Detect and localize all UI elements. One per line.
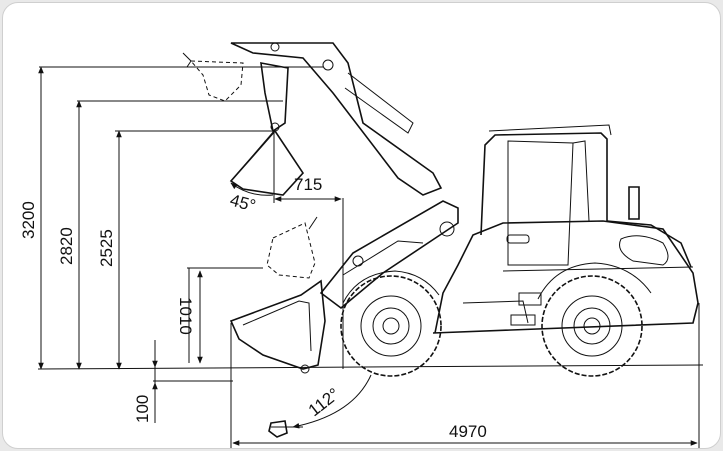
rollback-angle-arc (271, 374, 372, 429)
label-hinge-height: 2820 (57, 227, 76, 265)
rollback-bucket (268, 420, 288, 438)
label-dump-angle: 45° (228, 191, 258, 216)
ground-line (37, 364, 704, 370)
front-wheel (340, 275, 442, 377)
engine-hood (606, 186, 692, 268)
label-carry-height: 1010 (176, 297, 195, 335)
label-dump-height: 2525 (97, 229, 116, 267)
label-max-height: 3200 (19, 201, 38, 239)
fenders (342, 262, 652, 304)
cab (480, 124, 612, 266)
dimension-dump-height (115, 130, 275, 370)
dimension-dig-depth (152, 340, 233, 423)
label-rollback-angle: 112° (305, 384, 343, 420)
dimension-max-height (38, 66, 323, 370)
label-dig-depth: 100 (133, 395, 152, 423)
top-ghost-bucket (182, 52, 244, 102)
dimension-hinge-height (76, 100, 283, 370)
label-reach: 715 (294, 175, 322, 194)
chassis (432, 220, 699, 334)
mid-ghost-bucket (266, 216, 318, 279)
lift-arm (319, 200, 459, 310)
label-length: 4970 (449, 422, 487, 441)
dumped-bucket (229, 129, 305, 196)
rear-wheel (541, 275, 643, 377)
dimension-reach (273, 131, 344, 369)
dimension-carry-height (187, 267, 263, 364)
dimension-length (230, 303, 700, 448)
wheel-loader-drawing: 3200 2820 2525 715 45° 1010 100 112° 497… (19, 42, 704, 448)
lowered-bucket (229, 279, 326, 374)
raised-boom (230, 42, 443, 196)
